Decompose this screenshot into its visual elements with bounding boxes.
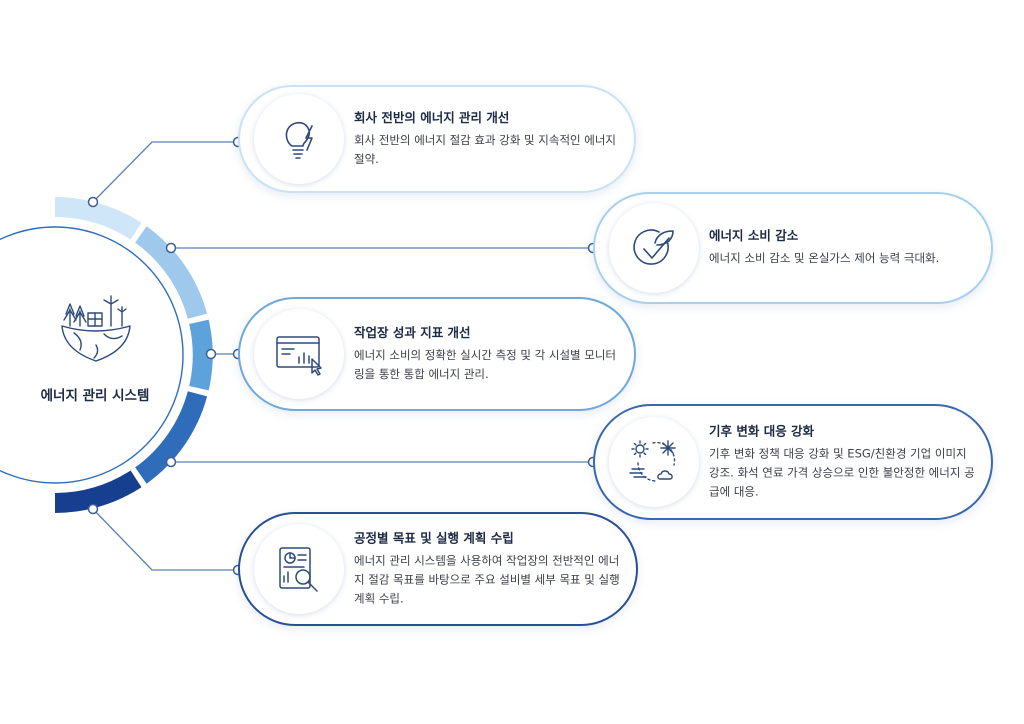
arc-segment-1 <box>55 197 142 240</box>
dashboard-chart-icon <box>276 336 322 376</box>
card-title: 공정별 목표 및 실행 계획 수립 <box>354 530 514 546</box>
card-title: 작업장 성과 지표 개선 <box>354 324 471 340</box>
arc-segment-3 <box>189 319 213 391</box>
card-title: 기후 변화 대응 강화 <box>709 423 815 439</box>
card-icon-badge <box>609 203 699 293</box>
card-description: 회사 전반의 에너지 절감 효과 강화 및 지속적인 에너지 절약. <box>354 133 617 166</box>
card-description: 에너지 소비의 정확한 실시간 측정 및 각 시설별 모니터링을 통한 통합 에… <box>354 348 617 381</box>
connector-dot <box>165 456 177 468</box>
connector-line-5 <box>92 508 238 571</box>
benefit-card-climate-response: 기후 변화 대응 강화 기후 변화 정책 대응 강화 및 ESG/친환경 기업 … <box>593 404 993 520</box>
arc-segment-5 <box>55 470 142 513</box>
lightbulb-bolt-icon <box>285 121 313 159</box>
card-description: 에너지 관리 시스템을 사용하여 작업장의 전반적인 에너지 절감 목표를 바탕… <box>354 553 620 605</box>
card-icon-badge <box>609 417 699 507</box>
center-inner-ring <box>0 226 184 484</box>
eco-city-globe-icon <box>61 295 131 362</box>
connector-line-1 <box>92 141 238 203</box>
connector-dot <box>165 242 177 254</box>
card-icon-badge <box>254 524 344 614</box>
report-magnifier-icon <box>279 547 318 592</box>
card-title: 회사 전반의 에너지 관리 개선 <box>354 109 510 125</box>
center-label: 에너지 관리 시스템 <box>40 388 150 404</box>
card-icon-badge <box>254 309 344 399</box>
connector-dot <box>205 348 217 360</box>
arc-segment-4 <box>135 391 208 484</box>
leaf-check-icon <box>633 229 674 265</box>
weather-cycle-icon <box>629 440 676 482</box>
card-title: 에너지 소비 감소 <box>709 228 799 244</box>
card-description: 기후 변화 정책 대응 강화 및 ESG/친환경 기업 이미지 강조. 화석 연… <box>709 446 975 498</box>
benefit-card-energy-management: 회사 전반의 에너지 관리 개선 회사 전반의 에너지 절감 효과 강화 및 지… <box>238 85 636 193</box>
benefit-card-performance-metrics: 작업장 성과 지표 개선 에너지 소비의 정확한 실시간 측정 및 각 시설별 … <box>238 297 636 411</box>
benefit-card-consumption-reduction: 에너지 소비 감소 에너지 소비 감소 및 온실가스 제어 능력 극대화. <box>593 192 993 304</box>
connector-dot <box>87 503 99 515</box>
benefit-card-action-plan: 공정별 목표 및 실행 계획 수립 에너지 관리 시스템을 사용하여 작업장의 … <box>238 512 638 626</box>
arc-segment-2 <box>135 226 208 319</box>
connector-dot <box>87 196 99 208</box>
card-description: 에너지 소비 감소 및 온실가스 제어 능력 극대화. <box>709 251 940 266</box>
card-icon-badge <box>254 94 344 184</box>
